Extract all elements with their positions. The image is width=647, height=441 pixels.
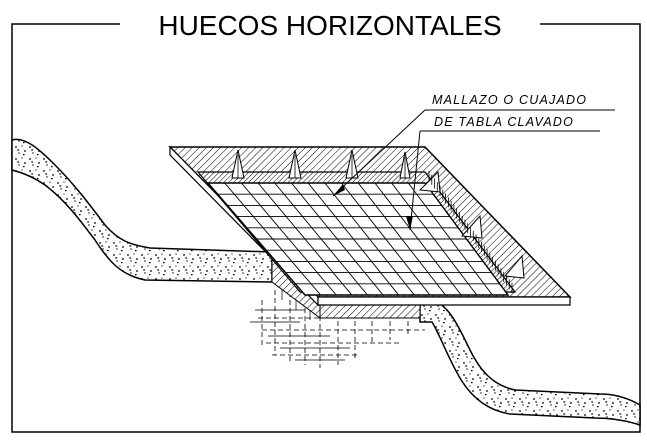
annotation-callout: MALLAZO O CUAJADO DE TABLA CLAVADO	[332, 93, 615, 231]
guardrail-post-shading	[237, 155, 406, 178]
edge-board-right	[428, 171, 513, 293]
mesh-cover	[206, 182, 510, 296]
leader-line-right	[409, 130, 421, 231]
leader-line-left	[332, 109, 426, 197]
drawing-frame	[11, 23, 641, 433]
right-ground-section	[419, 299, 641, 427]
annotation-line-2: DE TABLA CLAVADO	[434, 115, 574, 129]
arrowhead-left	[333, 184, 345, 196]
drawing-title: HUECOS HORIZONTALES	[158, 10, 501, 41]
left-ground-section	[11, 138, 273, 283]
annotation-line-1: MALLAZO O CUAJADO	[432, 93, 587, 107]
arrowhead-right	[406, 216, 413, 230]
